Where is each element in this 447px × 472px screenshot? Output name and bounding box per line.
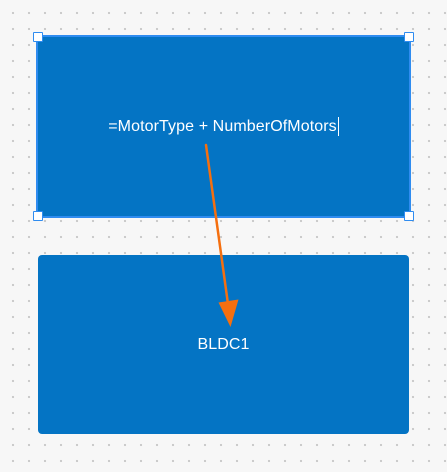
result-node[interactable]: BLDC1	[38, 255, 409, 434]
result-node-label: BLDC1	[197, 336, 250, 353]
resize-handle-bottom-right[interactable]	[404, 211, 414, 221]
formula-text-editor[interactable]: =MotorType + NumberOfMotors	[38, 117, 409, 136]
resize-handle-bottom-left[interactable]	[33, 211, 43, 221]
resize-handle-top-right[interactable]	[404, 32, 414, 42]
text-cursor	[337, 117, 339, 136]
formula-node[interactable]: =MotorType + NumberOfMotors	[38, 37, 409, 216]
formula-text[interactable]: =MotorType + NumberOfMotors	[108, 117, 337, 135]
resize-handle-top-left[interactable]	[33, 32, 43, 42]
